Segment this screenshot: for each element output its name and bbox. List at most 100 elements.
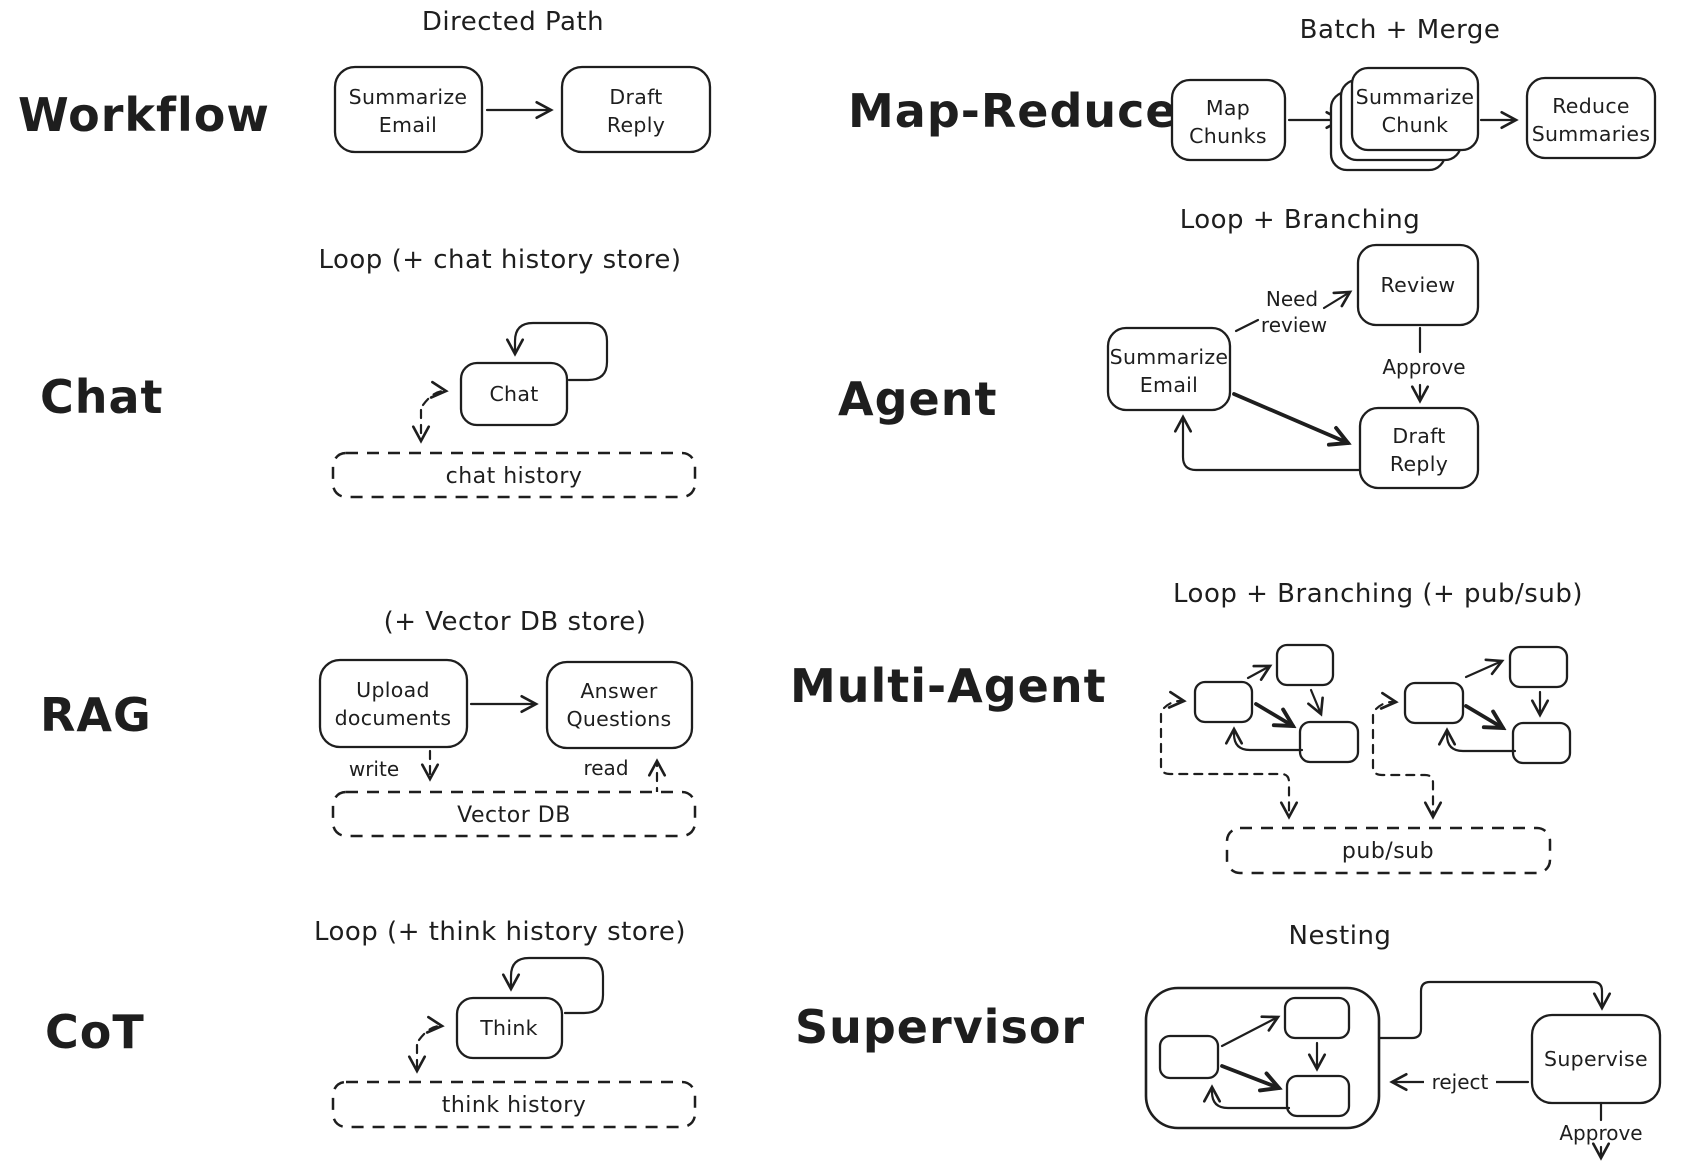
multi-agent-c2-arrow-left-top xyxy=(1464,658,1505,679)
agent-section-label: Agent xyxy=(838,372,997,426)
chat-store-chat-history xyxy=(331,451,697,499)
supervisor-inner-node-bottom xyxy=(1285,1074,1351,1118)
map-reduce-node-reduce-summaries-line1: Reduce xyxy=(1552,94,1630,118)
section-cot: CoT Loop (+ think history store) Think t… xyxy=(45,917,697,1129)
map-reduce-node-map-chunks-line1: Map xyxy=(1206,96,1250,120)
rag-node-answer-questions xyxy=(545,660,694,750)
cot-store-think-history xyxy=(331,1080,697,1129)
supervisor-inner-arrow-left-top xyxy=(1220,1015,1281,1048)
multi-agent-store-pub-sub-label: pub/sub xyxy=(1342,839,1434,864)
rag-node-answer-questions-line2: Questions xyxy=(566,707,671,731)
supervisor-node-supervise xyxy=(1530,1013,1662,1105)
map-reduce-node-reduce-summaries-line2: Summaries xyxy=(1532,122,1651,146)
multi-agent-section-label: Multi-Agent xyxy=(790,659,1107,713)
agent-need-review-arrow xyxy=(1322,290,1353,310)
workflow-node-summarize-email-line2: Email xyxy=(379,113,437,137)
supervisor-inner-node-left xyxy=(1158,1034,1220,1080)
multi-agent-cluster-1 xyxy=(1159,643,1360,820)
rag-node-answer-questions-line1: Answer xyxy=(580,679,658,703)
rag-node-upload-documents xyxy=(318,658,469,749)
agent-node-review-line1: Review xyxy=(1381,273,1456,297)
multi-agent-c1-arrow-top-bottom xyxy=(1307,688,1324,717)
workflow-node-draft-reply-line2: Reply xyxy=(607,113,665,137)
chat-pattern-title: Loop (+ chat history store) xyxy=(318,245,681,275)
supervisor-reject-label: reject xyxy=(1432,1070,1489,1094)
multi-agent-c1-loop-back-arrow xyxy=(1224,726,1304,752)
agent-draft-arrow xyxy=(1232,392,1348,443)
map-reduce-node-map-chunks xyxy=(1170,78,1287,162)
cot-entry-dashed-arrow xyxy=(417,1015,445,1042)
rag-store-vector-db xyxy=(331,790,697,838)
multi-agent-c2-node-top xyxy=(1508,645,1569,689)
supervisor-inner-node-top xyxy=(1283,996,1351,1040)
agent-node-review xyxy=(1356,243,1480,327)
workflow-node-summarize-email xyxy=(333,65,484,154)
map-reduce-node-summarize-chunk xyxy=(1350,66,1480,152)
workflow-node-summarize-email-line1: Summarize xyxy=(349,85,468,109)
multi-agent-c2-node-bottom xyxy=(1511,721,1572,765)
agent-approve-label: Approve xyxy=(1382,355,1465,379)
supervisor-nested-container xyxy=(1144,986,1381,1130)
section-chat: Chat Loop (+ chat history store) Chat ch… xyxy=(40,245,697,499)
rag-node-upload-documents-line2: documents xyxy=(335,706,452,730)
supervisor-section-label: Supervisor xyxy=(795,1000,1085,1054)
cot-pattern-title: Loop (+ think history store) xyxy=(314,917,686,947)
supervisor-pattern-title: Nesting xyxy=(1289,921,1392,951)
supervisor-reject-label-backing xyxy=(1424,1067,1496,1096)
cot-node-think xyxy=(455,996,564,1060)
multi-agent-c1-arrow-left-top xyxy=(1246,664,1273,681)
agent-node-draft-reply xyxy=(1358,406,1480,490)
multi-agent-cluster-2 xyxy=(1371,645,1572,820)
workflow-section-label: Workflow xyxy=(18,88,270,142)
multi-agent-c1-entry-dashed-arrow xyxy=(1162,690,1187,710)
rag-store-vector-db-label: Vector DB xyxy=(457,803,571,828)
rag-section-label: RAG xyxy=(40,688,152,742)
workflow-pattern-title: Directed Path xyxy=(422,7,604,37)
section-workflow: Workflow Directed Path Summarize Email D… xyxy=(18,7,712,154)
agent-need-review-label-line2: review xyxy=(1261,313,1327,337)
supervisor-container-to-supervise-arrow xyxy=(1377,980,1612,1040)
agent-node-draft-reply-line2: Reply xyxy=(1390,452,1448,476)
agent-node-summarize-email-line2: Email xyxy=(1140,373,1198,397)
agent-node-summarize-email xyxy=(1106,326,1232,412)
map-reduce-node-reduce-summaries xyxy=(1525,76,1657,160)
supervisor-inner-loop-back-arrow xyxy=(1202,1084,1291,1110)
map-reduce-section-label: Map-Reduce xyxy=(848,84,1178,138)
section-rag: RAG (+ Vector DB store) Upload documents… xyxy=(40,607,697,838)
map-reduce-pattern-title: Batch + Merge xyxy=(1300,15,1501,45)
chat-node-chat-line1: Chat xyxy=(489,382,538,406)
chat-self-loop-arrow xyxy=(505,321,609,382)
chat-store-chat-history-label: chat history xyxy=(446,464,583,489)
supervisor-inner-arrow-left-bottom xyxy=(1220,1064,1279,1088)
rag-node-upload-documents-line1: Upload xyxy=(356,678,430,702)
map-reduce-node-summarize-chunk-line1: Summarize xyxy=(1356,85,1475,109)
map-reduce-node-map-chunks-line2: Chunks xyxy=(1189,124,1267,148)
multi-agent-c1-node-left xyxy=(1193,680,1254,724)
workflow-node-draft-reply xyxy=(560,65,712,154)
chat-entry-dashed-arrow xyxy=(421,380,449,407)
agent-need-review-edge-start xyxy=(1234,318,1260,333)
rag-read-label: read xyxy=(583,756,628,780)
map-reduce-node-summarize-chunk-line2: Chunk xyxy=(1382,113,1449,137)
workflow-node-draft-reply-line1: Draft xyxy=(609,85,662,109)
multi-agent-c2-arrow-left-bottom xyxy=(1464,704,1503,728)
cot-store-think-history-label: think history xyxy=(442,1093,587,1118)
multi-agent-c2-store-dashed-arrow xyxy=(1371,713,1443,820)
chat-section-label: Chat xyxy=(40,370,164,424)
multi-agent-store-pub-sub xyxy=(1225,826,1552,875)
section-multi-agent: Multi-Agent Loop + Branching (+ pub/sub) xyxy=(790,579,1583,875)
rag-pattern-title: (+ Vector DB store) xyxy=(384,607,647,637)
rag-write-label: write xyxy=(349,757,399,781)
multi-agent-c1-node-top xyxy=(1275,643,1335,687)
multi-agent-c1-node-bottom xyxy=(1298,720,1360,764)
agent-node-draft-reply-line1: Draft xyxy=(1392,424,1445,448)
section-agent: Agent Loop + Branching Review Summarize … xyxy=(838,205,1480,490)
multi-agent-c1-arrow-left-bottom xyxy=(1254,702,1293,726)
multi-agent-c2-entry-dashed-arrow xyxy=(1374,691,1399,711)
supervisor-node-supervise-line1: Supervise xyxy=(1544,1047,1648,1071)
supervisor-approve-label: Approve xyxy=(1559,1121,1642,1145)
cot-node-think-line1: Think xyxy=(479,1016,538,1040)
multi-agent-pattern-title: Loop + Branching (+ pub/sub) xyxy=(1173,579,1583,609)
agent-pattern-title: Loop + Branching xyxy=(1180,205,1421,235)
